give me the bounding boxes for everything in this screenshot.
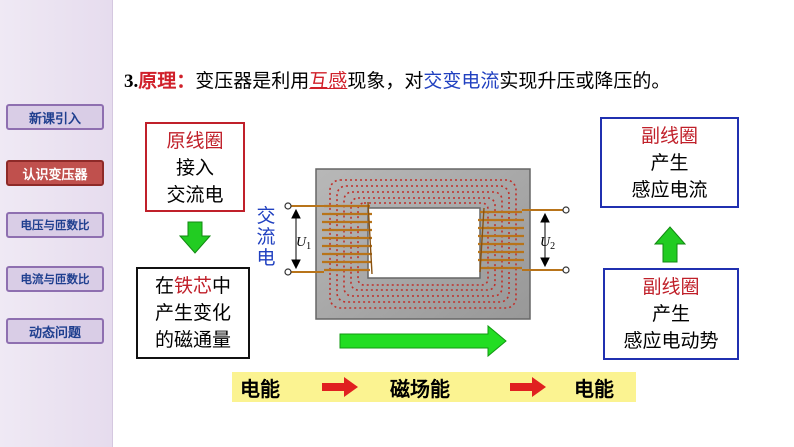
energy-stage-electric-2: 电能 <box>574 377 614 401</box>
nav-item-label: 认识变压器 <box>22 167 88 183</box>
nav-item-label: 动态问题 <box>28 325 81 341</box>
energy-arrow-1-icon <box>322 377 358 397</box>
nav-item-label: 电流与匝数比 <box>20 272 90 286</box>
ac-source-label: 交 流 电 <box>256 205 276 269</box>
nav-item-label: 电压与匝数比 <box>20 218 90 232</box>
arrow-right-green <box>339 324 507 358</box>
secondary-leads <box>522 209 566 271</box>
nav-item-transformer[interactable]: 认识变压器 <box>6 160 104 186</box>
primary-coil-box: 原线圈 接入 交流电 <box>145 122 245 212</box>
u2-label: U2 <box>540 235 555 252</box>
u1-label: U1 <box>296 235 311 252</box>
heading-text-1: 变压器是利用 <box>195 70 310 92</box>
principle-heading: 3.原理：变压器是利用互感现象，对交变电流实现升压或降压的。 <box>124 66 670 93</box>
energy-stage-magnetic: 磁场能 <box>390 377 450 401</box>
nav-item-label: 新课引入 <box>28 111 81 127</box>
sidebar-nav: 新课引入 认识变压器 电压与匝数比 电流与匝数比 动态问题 <box>0 0 113 447</box>
primary-coil-line3: 交流电 <box>166 184 224 206</box>
energy-flow-bar: 电能 磁场能 电能 <box>232 372 636 402</box>
heading-highlight-mutual-induction: 互感 <box>309 70 348 92</box>
secondary-current-title: 副线圈 <box>640 125 698 147</box>
secondary-emf-box: 副线圈 产生 感应电动势 <box>603 268 739 360</box>
energy-arrows <box>322 377 546 397</box>
energy-stage-electric-1: 电能 <box>240 377 280 401</box>
core-window <box>367 207 481 279</box>
heading-text-2: 现象，对 <box>347 70 424 92</box>
secondary-emf-title: 副线圈 <box>642 276 700 298</box>
secondary-emf-line3: 感应电动势 <box>623 330 719 352</box>
nav-item-current-ratio[interactable]: 电流与匝数比 <box>6 266 104 292</box>
primary-coil-line2: 接入 <box>175 157 214 179</box>
core-flux-line1: 在铁芯中 <box>154 275 232 297</box>
arrow-down-green <box>178 221 212 254</box>
secondary-current-line3: 感应电流 <box>631 179 708 201</box>
primary-leads <box>288 205 324 273</box>
primary-coil <box>322 201 373 275</box>
nav-item-voltage-ratio[interactable]: 电压与匝数比 <box>6 212 104 238</box>
u2-arrow <box>540 212 550 268</box>
arrow-up-green <box>653 226 687 263</box>
heading-keyword: 原理 <box>138 70 177 92</box>
secondary-emf-line2: 产生 <box>651 303 690 325</box>
secondary-current-line2: 产生 <box>650 152 689 174</box>
nav-item-dynamic[interactable]: 动态问题 <box>6 318 104 344</box>
heading-highlight-ac: 交变电流 <box>423 70 500 92</box>
secondary-current-box: 副线圈 产生 感应电流 <box>600 117 739 208</box>
flux-lines <box>329 179 517 309</box>
primary-coil-title: 原线圈 <box>166 130 224 152</box>
heading-colon: ： <box>176 70 196 92</box>
core-flux-box: 在铁芯中 产生变化 的磁通量 <box>136 267 250 359</box>
core-flux-line2: 产生变化 <box>154 302 231 324</box>
heading-number: 3. <box>124 71 139 92</box>
secondary-coil <box>478 207 524 273</box>
core-flux-line3: 的磁通量 <box>154 329 231 351</box>
iron-core <box>315 168 531 320</box>
core-flux-highlight: 铁芯 <box>173 275 212 297</box>
heading-text-3: 实现升压或降压的。 <box>499 70 671 92</box>
u1-arrow <box>291 208 301 270</box>
energy-arrow-2-icon <box>510 377 546 397</box>
nav-item-intro[interactable]: 新课引入 <box>6 104 104 130</box>
